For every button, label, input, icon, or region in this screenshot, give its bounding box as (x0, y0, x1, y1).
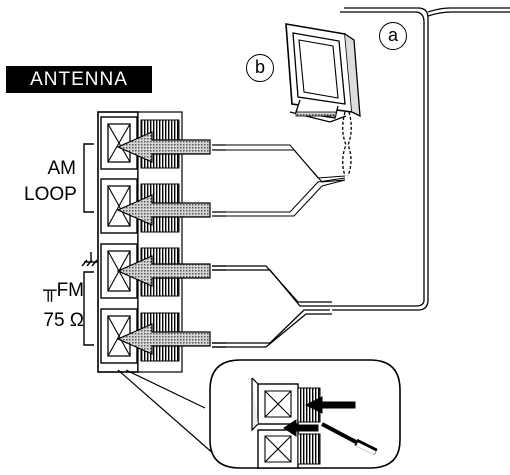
fm-antenna-wire (212, 7, 510, 348)
zoom-leader-lines (117, 369, 216, 456)
insert-arrow-1 (116, 131, 211, 163)
callout-b: b (246, 54, 274, 82)
am-bracket (83, 143, 94, 213)
fm-label-line2: 75 Ω (43, 310, 84, 331)
insert-arrow-4 (116, 323, 211, 355)
am-label-line1: AM (47, 158, 77, 179)
fm-bracket (83, 271, 94, 346)
am-label-line2: LOOP (24, 184, 77, 205)
fm-label-line1: ╥FM (24, 280, 84, 302)
insert-arrow-2 (116, 194, 211, 226)
fm-symbol: ╥ (43, 280, 57, 301)
am-loop-antenna (212, 23, 361, 217)
ground-symbol-icon (81, 252, 98, 267)
insert-arrow-3 (116, 255, 211, 287)
detail-inset (209, 359, 401, 469)
callout-a: a (379, 22, 407, 50)
fm-label-text: FM (56, 280, 84, 301)
wire-ends (212, 144, 226, 348)
antenna-header: ANTENNA (6, 66, 152, 93)
